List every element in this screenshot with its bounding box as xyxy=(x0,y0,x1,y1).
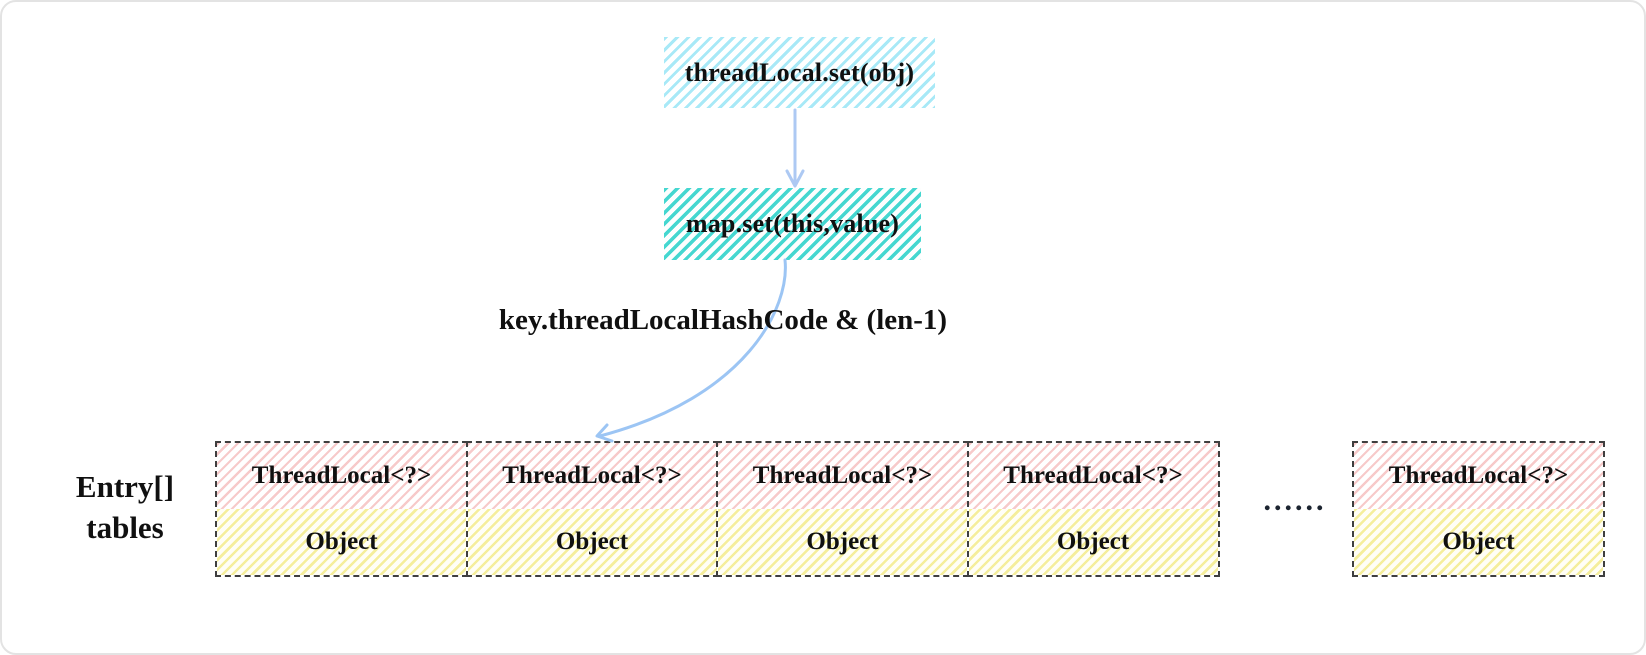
entry-cell-key: ThreadLocal<?> xyxy=(718,443,967,509)
entry-cell: ThreadLocal<?> Object xyxy=(465,441,719,577)
entry-array-tail: ThreadLocal<?> Object xyxy=(1352,441,1605,577)
ellipsis-label: ...... xyxy=(1263,484,1327,517)
entry-array: ThreadLocal<?> Object ThreadLocal<?> Obj… xyxy=(215,441,1220,577)
map-set-box: map.set(this,value) xyxy=(664,188,921,260)
entry-cell-key: ThreadLocal<?> xyxy=(1354,443,1603,509)
hashcode-label: key.threadLocalHashCode & (len-1) xyxy=(498,304,948,336)
entry-tables-label-line1: Entry[] xyxy=(75,469,175,504)
entry-tables-label-line2: tables xyxy=(86,510,164,545)
entry-cell: ThreadLocal<?> Object xyxy=(716,441,969,577)
entry-cell: ThreadLocal<?> Object xyxy=(1352,441,1605,577)
threadlocal-set-box: threadLocal.set(obj) xyxy=(664,37,935,108)
entry-cell-key: ThreadLocal<?> xyxy=(968,443,1218,509)
entry-cell-key: ThreadLocal<?> xyxy=(467,443,717,509)
entry-cell-value: Object xyxy=(968,509,1218,575)
entry-cell-value: Object xyxy=(718,509,967,575)
hash-curve-arrow xyxy=(595,258,787,443)
threadlocal-set-label: threadLocal.set(obj) xyxy=(684,57,915,87)
entry-cell-value: Object xyxy=(1354,509,1603,575)
entry-cell-value: Object xyxy=(467,509,717,575)
entry-cell-value: Object xyxy=(217,509,466,575)
map-set-label: map.set(this,value) xyxy=(685,209,900,238)
entry-tables-label: Entry[] tables xyxy=(52,466,198,548)
entry-cell: ThreadLocal<?> Object xyxy=(966,441,1220,577)
entry-cell-key: ThreadLocal<?> xyxy=(217,443,466,509)
down-arrow xyxy=(785,108,805,188)
entry-cell: ThreadLocal<?> Object xyxy=(215,441,468,577)
